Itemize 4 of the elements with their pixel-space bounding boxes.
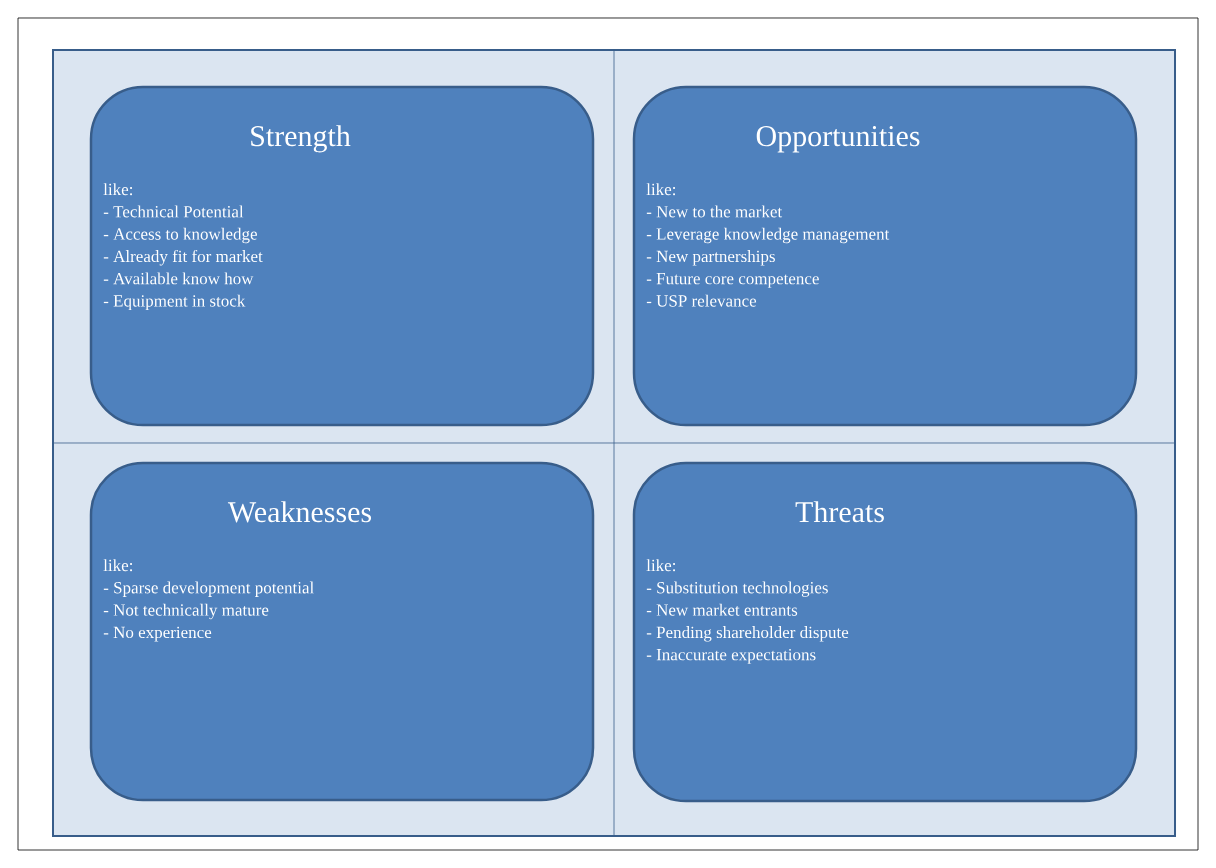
swot-box: Strength like: - Technical Potential - Access to knowledge - Already fit for market - Available know how - Equipment in stock xyxy=(89,85,595,427)
swot-box: Weaknesses like: - Sparse development potential - Not technically mature - No experience xyxy=(89,461,595,802)
swot-box: Threats like: - Substitution technologies - New market entrants - Pending shareholder dispute - Inaccurate expectations xyxy=(632,461,1138,803)
swot-box: Opportunities like: - New to the market - Leverage knowledge management - New partnerships - Future core competence - USP relevance xyxy=(632,85,1138,427)
